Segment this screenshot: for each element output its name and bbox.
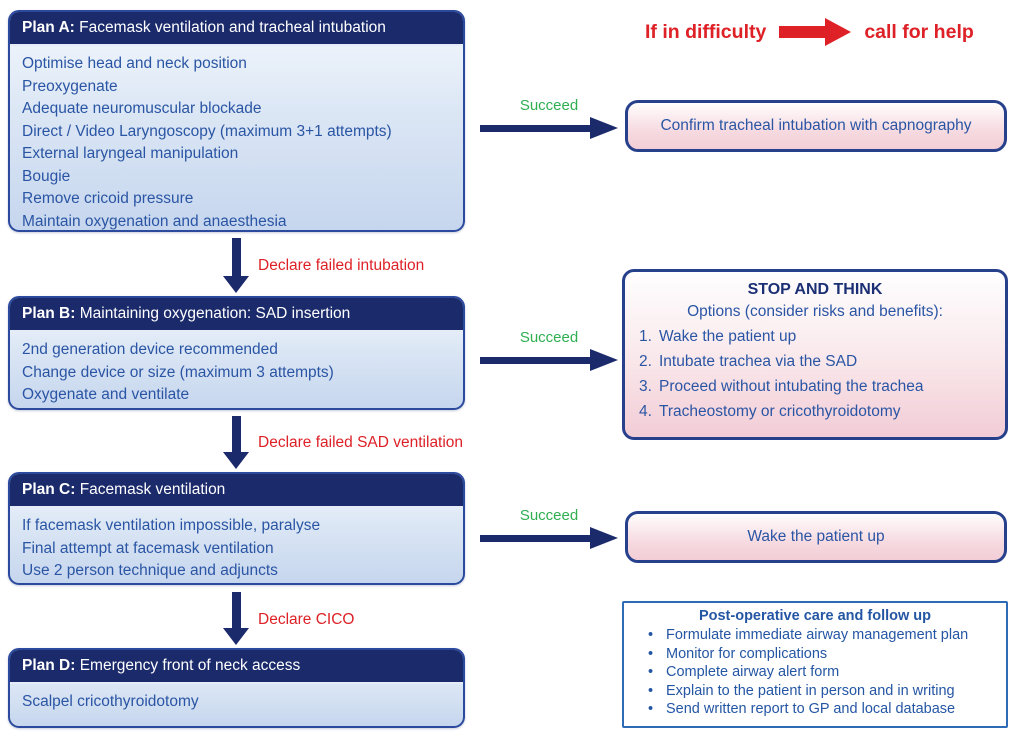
plan-c-title-bold: Plan C: <box>22 481 76 498</box>
postop-care-title: Post-operative care and follow up <box>698 608 932 624</box>
plan-step: Scalpel cricothyroidotomy <box>22 693 199 710</box>
plan-a-header: Plan A: Facemask ventilation and trachea… <box>10 12 463 46</box>
plan-d-header: Plan D: Emergency front of neck access <box>10 650 463 684</box>
plan-c-steps: If facemask ventilation impossible, para… <box>10 508 463 583</box>
plan-d-box: Plan D: Emergency front of neck access S… <box>8 648 465 728</box>
stop-and-think-option: Intubate trachea via the SAD <box>639 349 858 374</box>
plan-step: If facemask ventilation impossible, para… <box>22 517 321 534</box>
postop-care-item: Send written report to GP and local data… <box>632 700 998 719</box>
red-arrow-head <box>825 18 852 46</box>
stop-and-think-subtitle: Options (consider risks and benefits): <box>687 303 943 320</box>
plan-step: Optimise head and neck position <box>22 55 247 72</box>
succeed-transition-plan-c: Succeed <box>478 507 620 549</box>
arrow-head <box>590 349 618 371</box>
plan-step: Preoxygenate <box>22 77 118 95</box>
right-arrow-icon <box>480 117 618 139</box>
postop-care-box: Post-operative care and follow up Formul… <box>622 601 1008 728</box>
plan-a-box: Plan A: Facemask ventilation and trachea… <box>8 10 465 232</box>
plan-c-header: Plan C: Facemask ventilation <box>10 474 463 508</box>
succeed-label: Succeed <box>519 507 579 524</box>
down-arrow-icon <box>232 416 241 452</box>
postop-care-item: Formulate immediate airway management pl… <box>632 626 998 645</box>
plan-step: Use 2 person technique and adjuncts <box>22 562 278 579</box>
arrow-shaft <box>480 534 590 542</box>
stop-and-think-title: STOP AND THINK <box>747 281 883 298</box>
help-banner: If in difficulty call for help <box>645 18 974 46</box>
stop-and-think-option: Proceed without intubating the trachea <box>639 374 924 399</box>
arrow-head <box>590 527 618 549</box>
plan-step: Direct / Video Laryngoscopy (maximum 3+1… <box>22 122 392 140</box>
down-arrow-head-icon <box>223 628 249 645</box>
red-arrow-shaft <box>779 26 826 38</box>
plan-step: Remove cricoid pressure <box>22 190 194 207</box>
plan-step: Adequate neuromuscular blockade <box>22 100 262 117</box>
plan-b-header: Plan B: Maintaining oxygenation: SAD ins… <box>10 298 463 332</box>
plan-b-box: Plan B: Maintaining oxygenation: SAD ins… <box>8 296 465 410</box>
arrow-shaft <box>480 356 590 364</box>
plan-step: External laryngeal manipulation <box>22 145 239 162</box>
down-arrow-icon <box>232 592 241 628</box>
down-arrow-head-icon <box>223 276 249 293</box>
postop-care-item: Monitor for complications <box>632 645 998 664</box>
stop-and-think-option: Tracheostomy or cricothyroidotomy <box>639 399 901 424</box>
plan-a-title-bold: Plan A: <box>22 19 75 36</box>
right-arrow-icon <box>480 527 618 549</box>
succeed-label: Succeed <box>519 329 579 346</box>
postop-care-item: Explain to the patient in person and in … <box>632 682 998 701</box>
postop-care-items: Formulate immediate airway management pl… <box>632 626 998 719</box>
declare-cico-label: Declare CICO <box>258 611 355 628</box>
plan-b-title: Maintaining oxygenation: SAD insertion <box>75 305 351 322</box>
down-arrow-icon <box>232 238 241 276</box>
plan-step: Final attempt at facemask ventilation <box>22 539 274 557</box>
if-in-difficulty-label: If in difficulty <box>645 20 767 43</box>
declare-failed-sad-label: Declare failed SAD ventilation <box>258 434 464 451</box>
plan-step: Oxygenate and ventilate <box>22 386 190 403</box>
call-for-help-label: call for help <box>864 20 974 43</box>
declare-failed-intubation-label: Declare failed intubation <box>258 257 425 274</box>
postop-care-item: Complete airway alert form <box>632 663 998 682</box>
plan-b-title-bold: Plan B: <box>22 305 76 322</box>
plan-step: 2nd generation device recommended <box>22 341 278 358</box>
plan-step: Change device or size (maximum 3 attempt… <box>22 363 334 381</box>
plan-c-box: Plan C: Facemask ventilation If facemask… <box>8 472 465 585</box>
succeed-label: Succeed <box>519 97 579 114</box>
confirm-intubation-box: Confirm tracheal intubation with capnogr… <box>625 100 1007 152</box>
stop-and-think-box: STOP AND THINK Options (consider risks a… <box>622 269 1008 440</box>
plan-a-title: Facemask ventilation and tracheal intuba… <box>74 19 386 36</box>
succeed-transition-plan-a: Succeed <box>478 97 620 139</box>
right-arrow-icon <box>480 349 618 371</box>
plan-d-title-bold: Plan D: <box>22 657 76 674</box>
plan-c-title: Facemask ventilation <box>75 481 226 498</box>
arrow-head <box>590 117 618 139</box>
plan-step: Maintain oxygenation and anaesthesia <box>22 212 287 230</box>
stop-and-think-option: Wake the patient up <box>639 324 797 349</box>
down-arrow-head-icon <box>223 452 249 469</box>
red-right-arrow-icon <box>779 18 852 46</box>
plan-d-steps: Scalpel cricothyroidotomy <box>10 684 463 714</box>
arrow-shaft <box>480 124 590 132</box>
succeed-transition-plan-b: Succeed <box>478 329 620 371</box>
plan-d-title: Emergency front of neck access <box>75 657 301 674</box>
wake-patient-box: Wake the patient up <box>625 511 1007 563</box>
plan-step: Bougie <box>22 167 71 185</box>
